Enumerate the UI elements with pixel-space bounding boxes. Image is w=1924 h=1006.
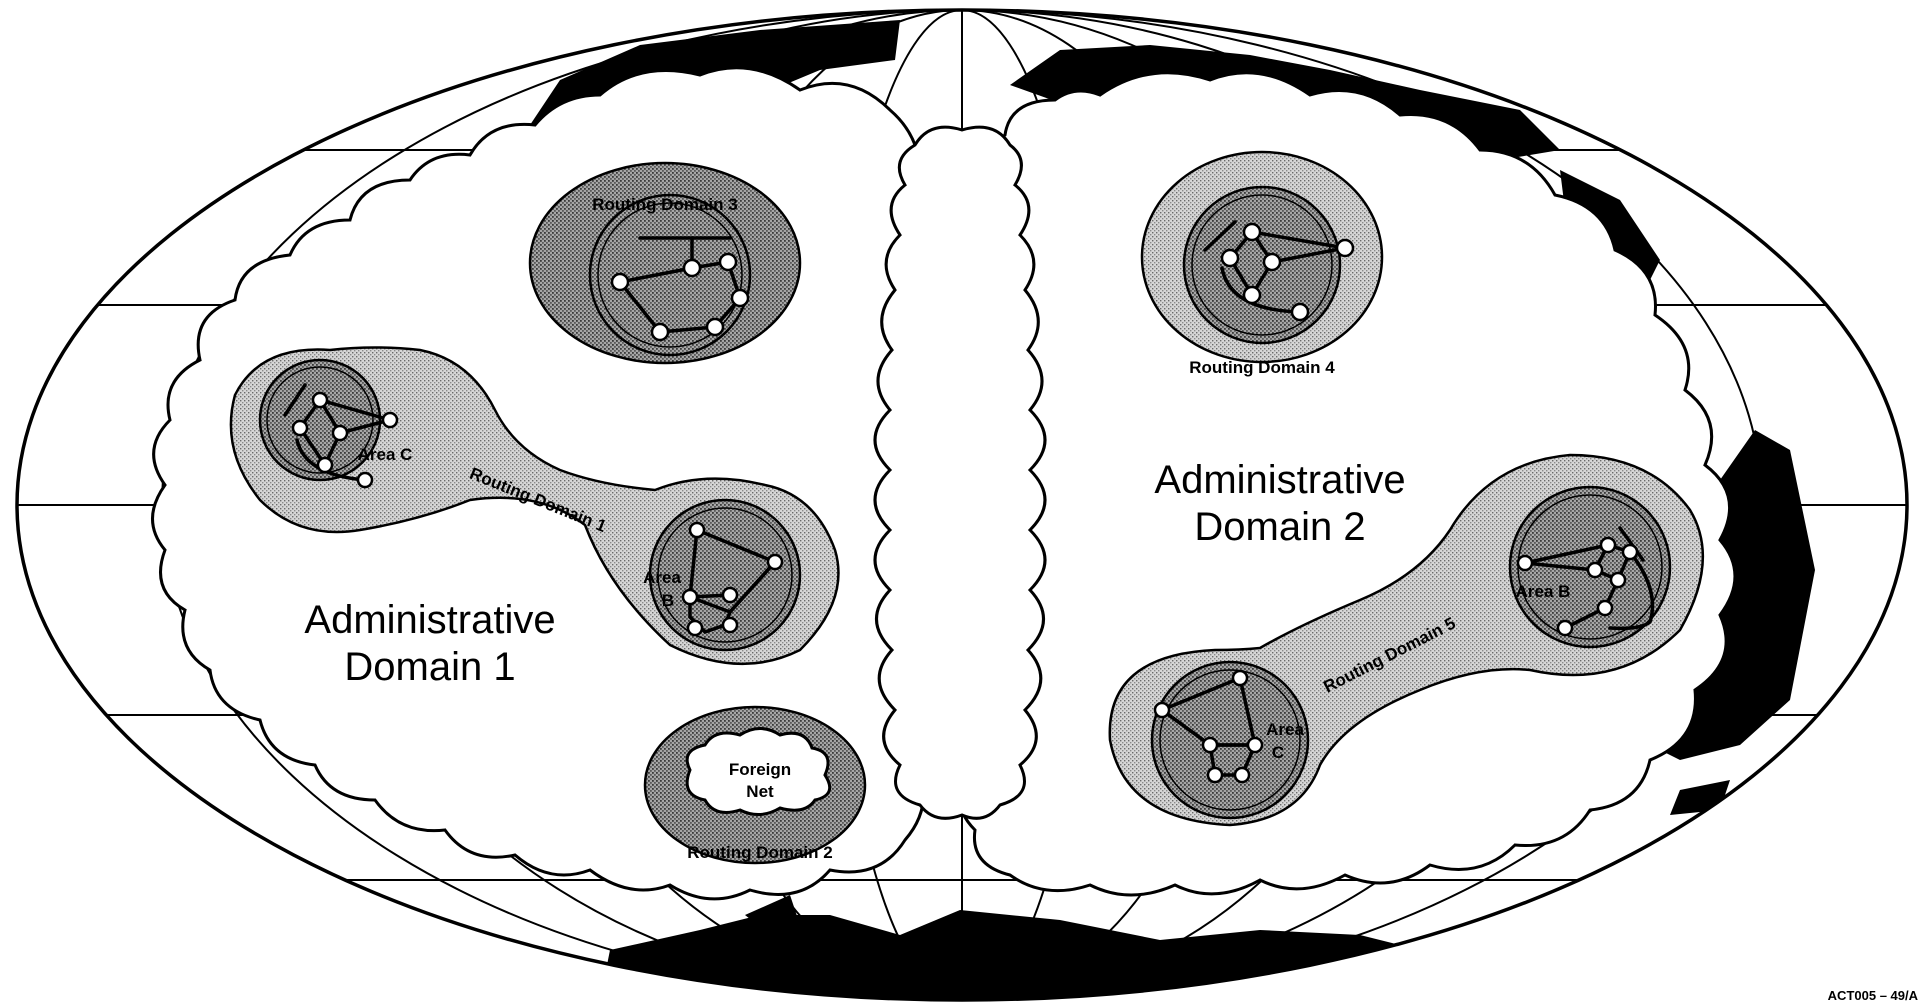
rd1-area-b-node [723,618,737,632]
rd5-area-b-node [1558,621,1572,635]
rd1-area-b-label-1: Area [643,568,681,587]
rd1-area-c-node [313,393,327,407]
rd5-area-b-node [1588,563,1602,577]
routing-domain-3-label: Routing Domain 3 [592,195,737,214]
rd1-area-c-node [318,458,332,472]
rd4-node [1222,250,1238,266]
rd5-area-c-node [1155,703,1169,717]
rd3-node [652,324,668,340]
rd4-node [1337,240,1353,256]
rd5-area-c-node [1235,768,1249,782]
administrative-domain-1-line-2: Domain 1 [344,645,515,689]
rd4-node [1292,304,1308,320]
rd5-area-c-node [1208,768,1222,782]
rd5-area-c-node [1203,738,1217,752]
rd5-area-b-label: Area B [1516,582,1571,601]
rd1-area-b-node [768,555,782,569]
rd5-area-c-node [1248,738,1262,752]
rd3-node [707,319,723,335]
rd4-node [1244,224,1260,240]
rd1-area-c-node [333,426,347,440]
foreign-net-label-2: Net [746,782,774,801]
rd5-area-c [1152,662,1308,818]
rd5-area-c-node [1233,671,1247,685]
rd5-area-b-node [1611,573,1625,587]
rd5-area-b-node [1598,601,1612,615]
rd1-area-c-node [383,413,397,427]
routing-domain-2-label: Routing Domain 2 [687,843,832,862]
rd3-node [732,290,748,306]
figure-id-label: ACT005 – 49/A [1828,988,1919,1003]
rd4-node [1244,287,1260,303]
rd5-area-c-label-1: Area [1266,720,1304,739]
rd5-area-b-node [1518,556,1532,570]
administrative-domain-2-line-1: Administrative [1154,458,1405,502]
rd1-area-b-node [723,588,737,602]
rd4-node [1264,254,1280,270]
central-cloud [875,127,1045,818]
rd5-area-b-node [1623,545,1637,559]
routing-domain-3: Routing Domain 3 [530,163,800,363]
administrative-domain-1-line-1: Administrative [304,598,555,642]
administrative-domain-2-line-2: Domain 2 [1194,505,1365,549]
foreign-net-label-1: Foreign [729,760,791,779]
rd1-area-c-node [358,473,372,487]
rd5-area-c-label-2: C [1272,743,1284,762]
rd5-area-b-node [1601,538,1615,552]
routing-domain-2: Foreign Net Routing Domain 2 [645,707,865,863]
rd1-area-b-label-2: B [662,591,674,610]
rd1-area-b-node [683,590,697,604]
rd1-area-b-node [690,523,704,537]
routing-domain-4-label: Routing Domain 4 [1189,358,1335,377]
rd1-area-c-label: Area C [358,445,413,464]
rd1-area-c-node [293,421,307,435]
rd3-node [612,274,628,290]
rd3-node [720,254,736,270]
rd3-node [684,260,700,276]
rd1-area-b-node [688,621,702,635]
